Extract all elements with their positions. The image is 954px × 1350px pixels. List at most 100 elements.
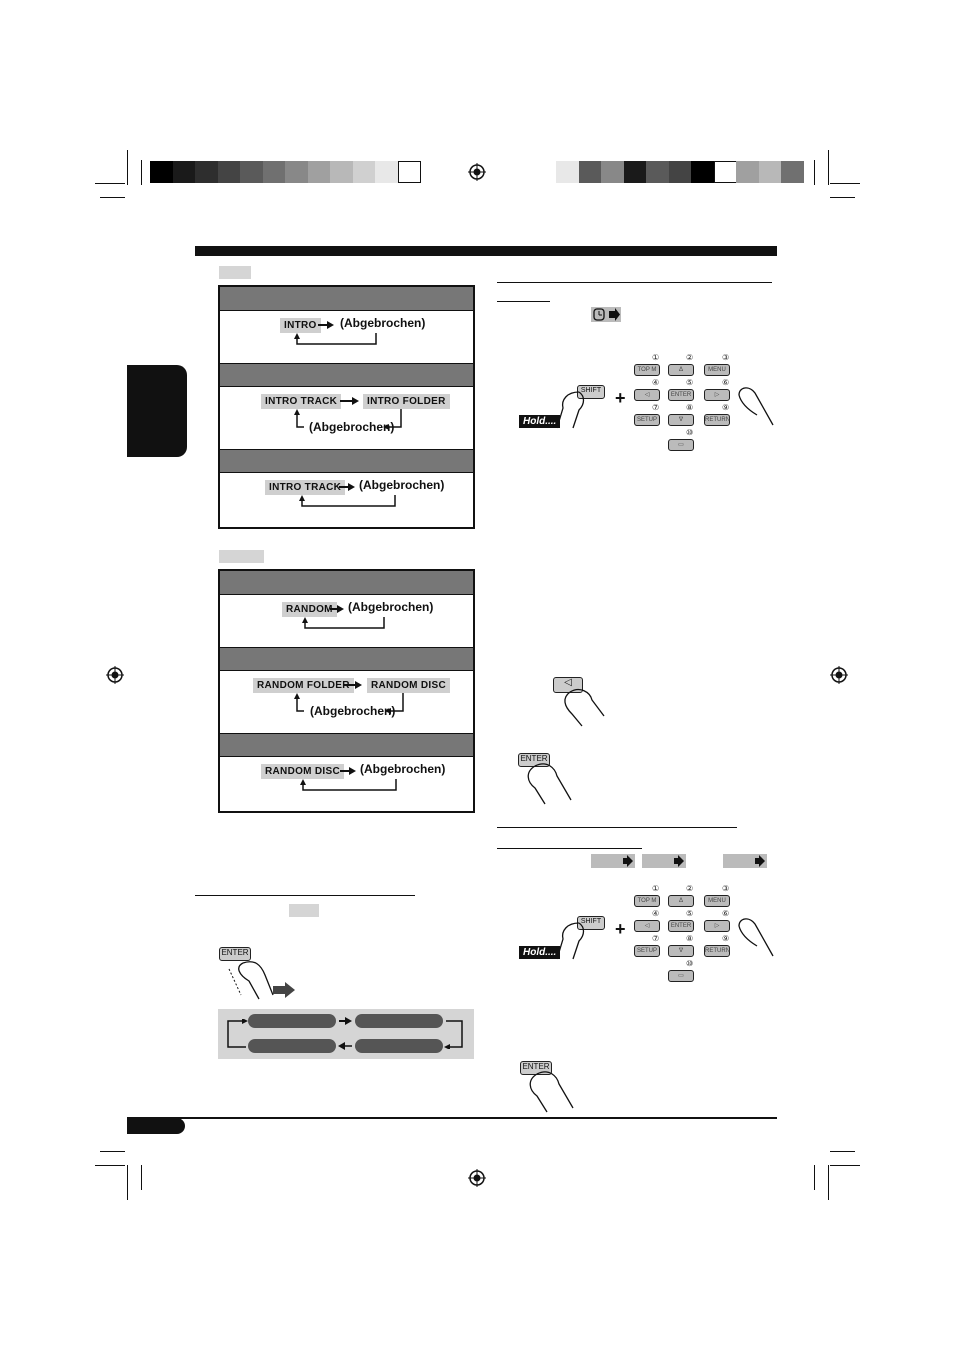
remote-key[interactable]: MENU xyxy=(704,895,730,907)
section-divider-right-bottom xyxy=(497,827,737,828)
state-intro-track: INTRO TRACK xyxy=(265,480,346,495)
arrow-right-icon xyxy=(339,1017,352,1025)
state-intro-track: INTRO TRACK xyxy=(261,394,342,409)
loop-arrow-icon xyxy=(300,779,397,791)
key-number-label: ④ xyxy=(652,378,660,387)
arrow-right-icon xyxy=(343,681,362,689)
gray-swatch xyxy=(262,161,286,183)
arrow-label-icon xyxy=(723,854,767,868)
left-arrow-key[interactable]: ◁ xyxy=(553,677,583,693)
remote-key[interactable]: ENTER xyxy=(668,920,694,932)
loop-left-arrow-icon xyxy=(294,409,304,428)
section-divider-right-top xyxy=(497,282,772,283)
remote-key[interactable]: Δ xyxy=(668,364,694,376)
state-random-folder: RANDOM FOLDER xyxy=(253,678,354,693)
gray-swatch xyxy=(375,161,398,183)
remote-key[interactable]: SETUP xyxy=(634,945,660,957)
key-number-label: ② xyxy=(686,353,694,362)
gray-swatch xyxy=(713,161,737,183)
clock-arrow-icon xyxy=(591,307,621,322)
remote-key[interactable]: ENTER xyxy=(668,389,694,401)
remote-key[interactable]: ▷ xyxy=(704,920,730,932)
arrow-right-icon xyxy=(340,767,356,775)
registration-target-bottom xyxy=(468,1169,486,1187)
gray-swatch xyxy=(195,161,218,183)
footer-line xyxy=(127,1117,777,1119)
cycle-step-3 xyxy=(248,1039,336,1053)
finger-hold-icon xyxy=(556,391,585,429)
finger-press-icon xyxy=(564,688,605,727)
gray-swatch xyxy=(601,161,624,183)
key-number-label: ⑤ xyxy=(686,909,694,918)
intro-band-3 xyxy=(220,449,473,473)
hold-label: Hold.... xyxy=(519,946,561,959)
intro-panel: INTRO (Abgebrochen) INTRO TRACK INTRO FO… xyxy=(218,285,475,529)
plus-sign: + xyxy=(615,919,626,939)
cancel-label: (Abgebrochen) xyxy=(360,762,446,776)
arrow-label-icon xyxy=(591,854,635,868)
finger-press-icon xyxy=(738,918,774,957)
finger-press-icon xyxy=(529,1071,574,1113)
remote-key[interactable]: TOP M xyxy=(634,895,660,907)
gray-swatch xyxy=(352,161,376,183)
loop-left-arrow-icon xyxy=(294,693,304,712)
gray-swatch xyxy=(217,161,241,183)
remote-key[interactable]: ◁ xyxy=(634,920,660,932)
gray-swatch xyxy=(285,161,308,183)
gray-swatch xyxy=(307,161,331,183)
gray-swatch xyxy=(397,161,421,183)
gray-swatch xyxy=(668,161,692,183)
remote-key[interactable]: RETURN xyxy=(704,414,730,426)
key-number-label: ④ xyxy=(652,909,660,918)
cancel-label: (Abgebrochen) xyxy=(340,316,426,330)
key-number-label: ⑩ xyxy=(686,428,694,437)
language-side-tab xyxy=(127,365,187,457)
state-random-disc: RANDOM DISC xyxy=(261,764,344,779)
remote-key[interactable]: Δ xyxy=(668,895,694,907)
gray-swatch xyxy=(646,161,669,183)
section-divider-left xyxy=(195,895,415,896)
state-intro-folder: INTRO FOLDER xyxy=(363,394,450,409)
gray-swatch xyxy=(623,161,647,183)
next-arrow-icon xyxy=(273,982,295,998)
random-band-1 xyxy=(220,571,473,595)
cycle-diagram xyxy=(218,1009,474,1059)
finger-press-icon xyxy=(527,763,572,805)
plus-sign: + xyxy=(615,388,626,408)
remote-key[interactable]: ▭ xyxy=(668,970,694,982)
loop-arrow-icon xyxy=(294,333,377,345)
key-number-label: ⑧ xyxy=(686,934,694,943)
remote-key[interactable]: ∇ xyxy=(668,945,694,957)
loop-arrow-icon xyxy=(299,495,396,507)
key-number-label: ⑦ xyxy=(652,403,660,412)
remote-key[interactable]: TOP M xyxy=(634,364,660,376)
cycle-step-4 xyxy=(355,1039,443,1053)
gray-swatch xyxy=(691,161,714,183)
cancel-label: (Abgebrochen) xyxy=(310,704,396,718)
inline-label-tab xyxy=(289,904,319,917)
cancel-label: (Abgebrochen) xyxy=(309,420,395,434)
remote-key[interactable]: MENU xyxy=(704,364,730,376)
key-number-label: ⑨ xyxy=(722,403,730,412)
remote-key[interactable]: SETUP xyxy=(634,414,660,426)
registration-target-left xyxy=(106,666,124,684)
arrow-right-icon xyxy=(318,321,334,329)
intro-band-2 xyxy=(220,363,473,387)
state-intro: INTRO xyxy=(280,318,321,333)
arrow-right-icon xyxy=(330,605,344,613)
state-random-disc: RANDOM DISC xyxy=(367,678,450,693)
random-label-tab xyxy=(219,550,264,563)
remote-key[interactable]: ∇ xyxy=(668,414,694,426)
enter-key[interactable]: ENTER xyxy=(219,947,251,961)
key-number-label: ⑧ xyxy=(686,403,694,412)
remote-key[interactable]: ▭ xyxy=(668,439,694,451)
cycle-loop-right-icon xyxy=(444,1020,463,1049)
gray-swatch xyxy=(781,161,804,183)
key-number-label: ⑨ xyxy=(722,934,730,943)
remote-key[interactable]: RETURN xyxy=(704,945,730,957)
remote-key[interactable]: ◁ xyxy=(634,389,660,401)
remote-key[interactable]: ▷ xyxy=(704,389,730,401)
underline-short xyxy=(497,301,550,302)
key-number-label: ⑤ xyxy=(686,378,694,387)
key-number-label: ① xyxy=(652,353,660,362)
